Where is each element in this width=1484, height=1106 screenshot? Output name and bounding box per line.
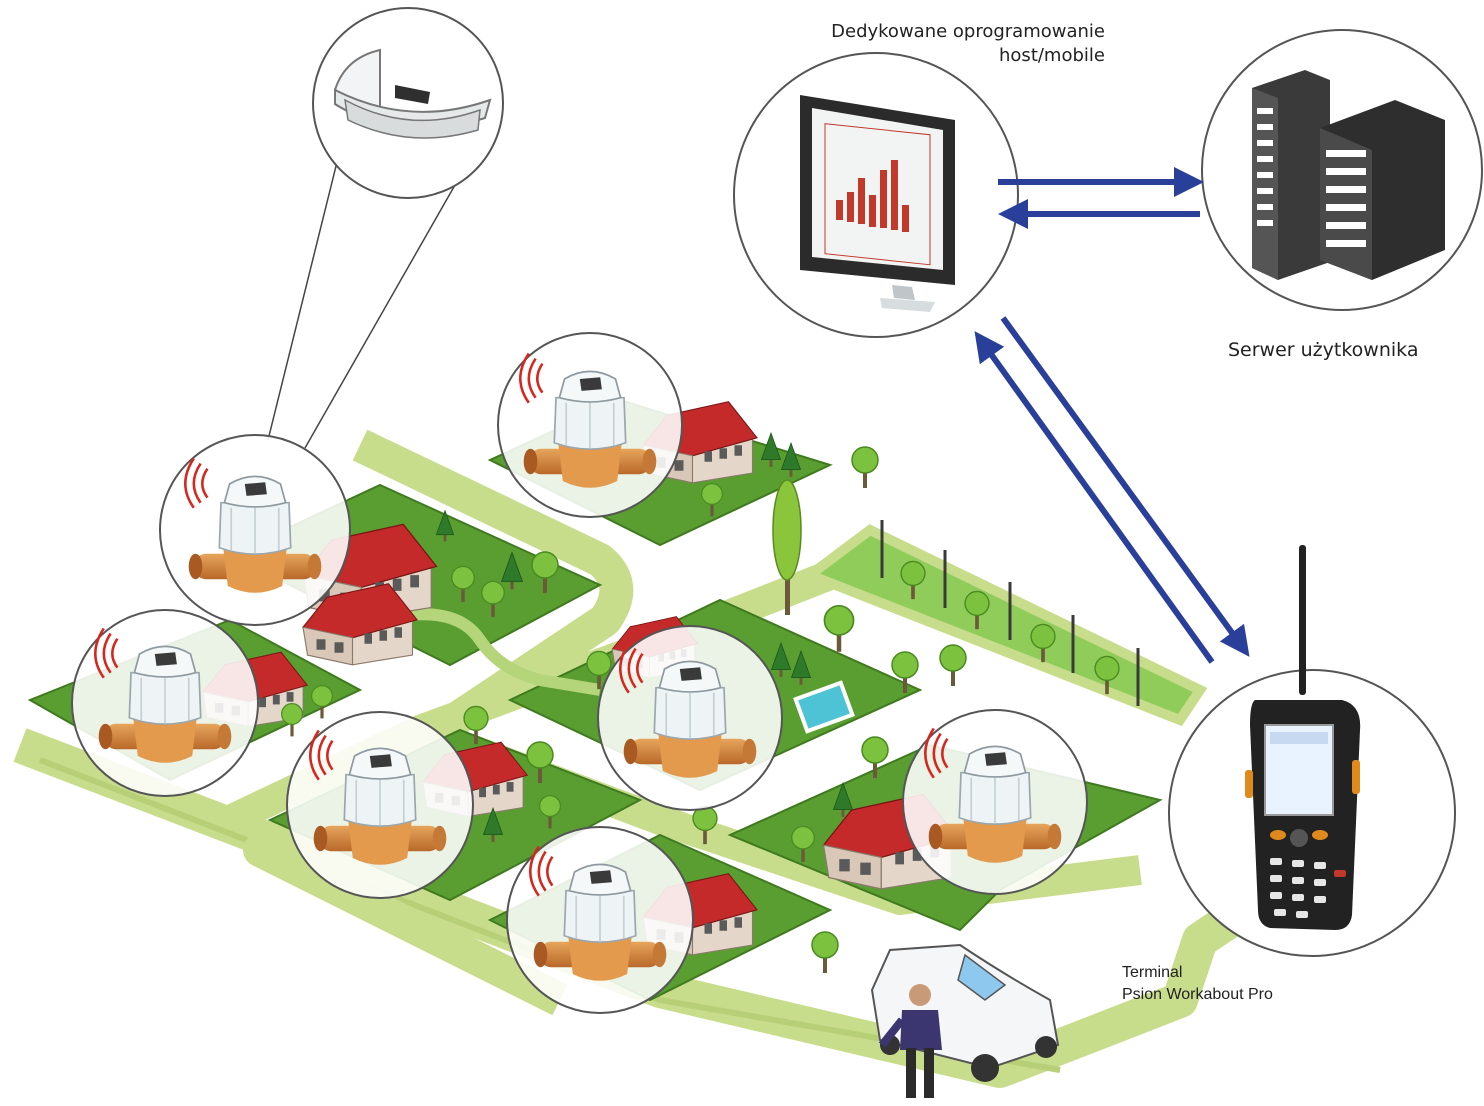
host-software-label: Dedykowane oprogramowanie host/mobile: [720, 20, 1105, 68]
meter-detail-magnifier: [312, 7, 504, 199]
terminal-label-line2: Psion Workabout Pro: [1122, 986, 1273, 1003]
meter-cap-detail-icon: [334, 48, 492, 139]
terminal-label-line1: Terminal: [1122, 964, 1183, 981]
host-software-node: [733, 52, 1019, 338]
user-server-label: Serwer użytkownika: [1228, 339, 1419, 361]
bar-chart-icon: [836, 160, 909, 232]
server-rack-icon: [1252, 70, 1445, 280]
meter-circle-3: [71, 609, 259, 797]
meter-circle-1: [159, 434, 351, 626]
meter-circle-7: [902, 709, 1088, 895]
meter-circle-4: [286, 711, 474, 899]
user-server-node: [1201, 29, 1483, 311]
poplar-icon: [772, 479, 802, 615]
handheld-terminal-icon: [1245, 545, 1361, 930]
communication-arrows: [974, 167, 1250, 664]
meter-circle-2: [497, 332, 683, 518]
meter-circle-5: [597, 625, 783, 811]
pool: [793, 680, 855, 734]
terminal-label: Terminal Psion Workabout Pro: [1122, 962, 1273, 1006]
lamp-posts: [880, 520, 1140, 706]
arrow-host-to-terminal: [1000, 316, 1250, 657]
monitor-icon: [800, 95, 955, 312]
zoom-connectors: [267, 149, 456, 449]
host-software-label-line1: Dedykowane oprogramowanie: [831, 21, 1105, 42]
garden-path: [409, 608, 601, 696]
trees: [281, 432, 1140, 974]
meter-magnifiers: [71, 332, 1088, 1014]
road-vertical: [243, 429, 634, 1016]
host-software-label-line2: host/mobile: [999, 45, 1105, 66]
technician-icon: [878, 984, 942, 1098]
terminal-node: [1168, 545, 1456, 957]
arrow-terminal-to-host: [974, 331, 1215, 664]
meter-circle-6: [506, 826, 694, 1014]
